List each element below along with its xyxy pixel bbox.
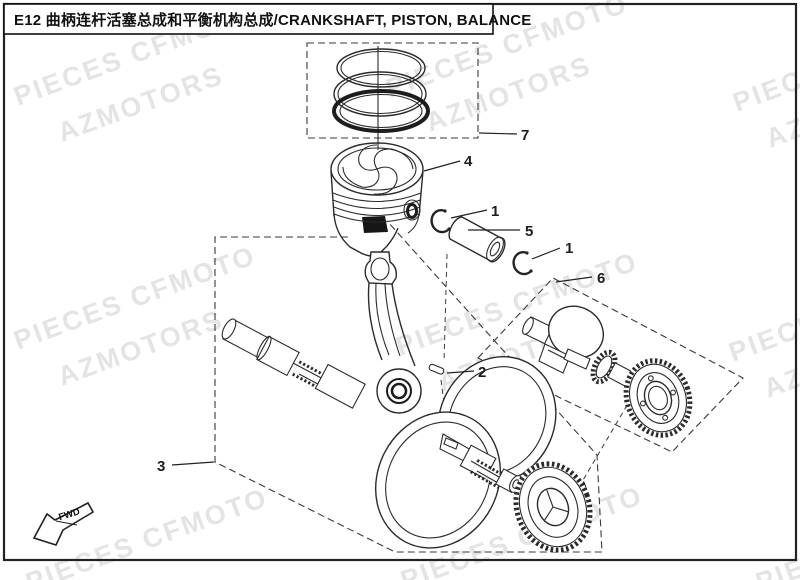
watermark-text: PIECES CFMOTO: [725, 252, 800, 368]
fwd-arrow: [32, 501, 95, 546]
dashed-box-balancer: [477, 277, 744, 453]
woodruff-key: [428, 363, 445, 375]
part-label-3: 3: [157, 458, 165, 475]
circlip-bottom: [512, 251, 533, 276]
part-label-1b: 1: [565, 240, 573, 257]
part-label-1a: 1: [491, 203, 499, 220]
dashed-box-ring-set: [306, 42, 479, 139]
circlip-top: [430, 209, 451, 234]
watermark-text: PIECES CFMOTO: [752, 482, 800, 580]
connecting-rod: [364, 251, 422, 414]
dashed-box-crankshaft: [214, 221, 603, 553]
crank-left-shaft: [221, 318, 366, 409]
crank-web-front: [374, 411, 502, 549]
title-box: [3, 3, 494, 35]
watermark-text: PIECES CFMOTO: [729, 2, 800, 118]
part-label-4: 4: [464, 153, 473, 170]
crankshaft-assembly: [221, 251, 593, 553]
balance-gear: [623, 358, 693, 438]
part-label-7: 7: [521, 127, 529, 144]
fwd-marker: FWD: [32, 501, 95, 546]
balance-shaft-assembly: [522, 305, 693, 438]
piston-ring-set: [332, 46, 430, 150]
leader-lines: [171, 132, 593, 466]
part-label-6: 6: [597, 270, 605, 287]
piston-pin: [448, 216, 506, 263]
part-label-2: 2: [478, 364, 486, 381]
crank-gear: [513, 461, 593, 553]
title-bar: E12 曲柄连杆活塞总成和平衡机构总成/CRANKSHAFT, PISTON, …: [3, 3, 532, 35]
piston: [330, 142, 424, 257]
key-alignment-line: [443, 253, 448, 363]
part-label-5: 5: [525, 223, 533, 240]
key-slot: [443, 437, 459, 450]
page-title: E12 曲柄连杆活塞总成和平衡机构总成/CRANKSHAFT, PISTON, …: [14, 11, 532, 29]
